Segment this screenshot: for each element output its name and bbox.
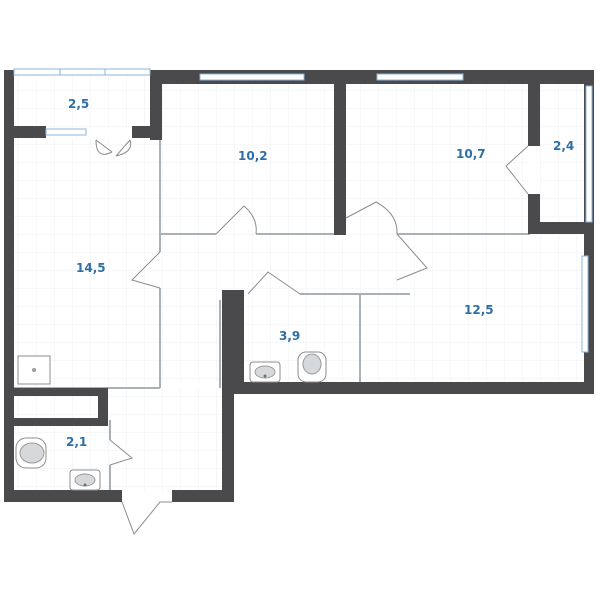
area-label-toilet: 2,1 — [66, 435, 87, 449]
door-kitchen — [131, 251, 161, 289]
partitions — [14, 138, 530, 492]
sink-icon — [69, 469, 101, 491]
area-labels: 2,5 10,2 10,7 2,4 14,5 3,9 12,5 2,1 — [66, 97, 574, 449]
window-room-right — [376, 73, 464, 81]
door-balcony-right — [505, 145, 529, 195]
stove-icon — [17, 355, 51, 385]
toilet-icon — [15, 437, 47, 469]
area-label-room-center: 10,2 — [238, 149, 268, 163]
door-toilet — [109, 439, 134, 466]
floor-area — [14, 74, 584, 492]
door-room-center — [215, 205, 257, 235]
window-balcony-left — [13, 68, 151, 76]
area-label-balcony-right: 2,4 — [553, 139, 574, 153]
window-balcony-inner — [45, 128, 87, 136]
door-balcony-left — [95, 139, 113, 155]
window-room-center — [199, 73, 305, 81]
area-label-kitchen: 14,5 — [76, 261, 106, 275]
area-label-bathroom: 3,9 — [279, 329, 300, 343]
door-room-right — [345, 201, 428, 281]
doors — [95, 139, 529, 535]
windows — [13, 68, 593, 353]
toilet-icon — [297, 351, 327, 383]
area-label-balcony-left: 2,5 — [68, 97, 89, 111]
area-label-living-room: 12,5 — [464, 303, 494, 317]
door-entrance — [121, 501, 172, 535]
door-bathroom — [247, 271, 301, 295]
window-balcony-right — [585, 85, 593, 223]
area-label-room-right: 10,7 — [456, 147, 486, 161]
window-living-room — [581, 255, 589, 353]
sink-icon — [249, 361, 281, 383]
